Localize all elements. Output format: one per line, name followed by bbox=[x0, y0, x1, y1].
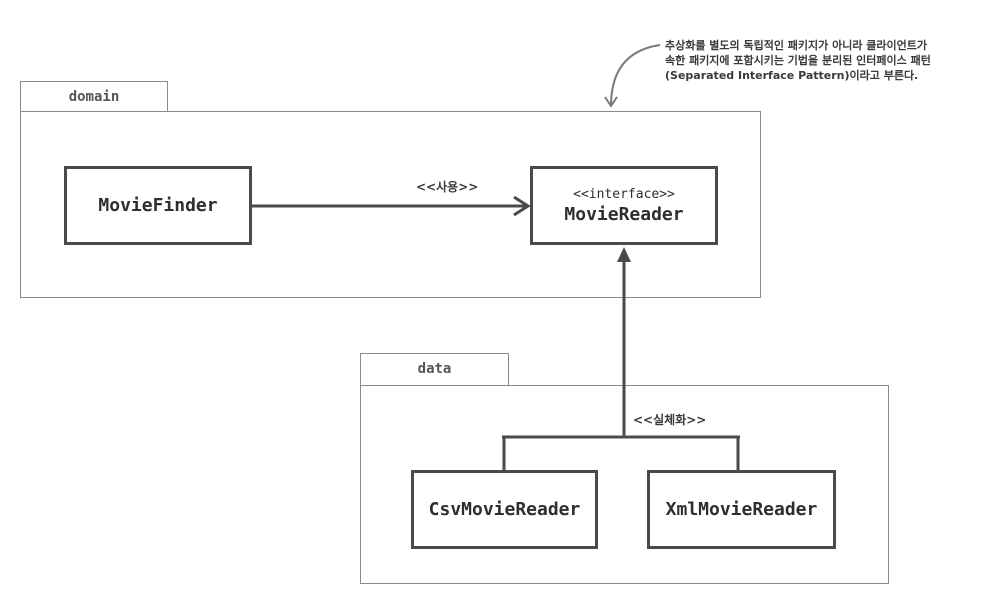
pattern-note: 추상화를 별도의 독립적인 패키지가 아니라 클라이언트가 속한 패키지에 포함… bbox=[665, 38, 931, 83]
note-line-2: 속한 패키지에 포함시키는 기법을 분리된 인터페이스 패턴 bbox=[665, 54, 931, 67]
xml-movie-reader-name: XmlMovieReader bbox=[665, 499, 818, 520]
movie-reader-name: MovieReader bbox=[564, 203, 684, 225]
csv-movie-reader-class: CsvMovieReader bbox=[411, 470, 598, 549]
domain-package-tab: domain bbox=[20, 81, 168, 112]
realizes-label: <<실체화>> bbox=[633, 413, 707, 427]
note-pointer-arrow-head bbox=[604, 96, 618, 108]
xml-movie-reader-class: XmlMovieReader bbox=[647, 470, 836, 549]
csv-movie-reader-name: CsvMovieReader bbox=[428, 499, 581, 520]
movie-reader-interface: <<interface>> MovieReader bbox=[530, 166, 718, 245]
uses-label: <<사용>> bbox=[416, 180, 479, 194]
note-line-1: 추상화를 별도의 독립적인 패키지가 아니라 클라이언트가 bbox=[665, 39, 928, 52]
movie-finder-class: MovieFinder bbox=[64, 166, 252, 245]
data-package-tab: data bbox=[360, 353, 509, 386]
note-line-3: (Separated Interface Pattern)이라고 부른다. bbox=[665, 69, 919, 82]
note-pointer-arrow bbox=[610, 44, 661, 105]
movie-finder-name: MovieFinder bbox=[98, 195, 218, 216]
movie-reader-stereotype: <<interface>> bbox=[573, 186, 675, 202]
